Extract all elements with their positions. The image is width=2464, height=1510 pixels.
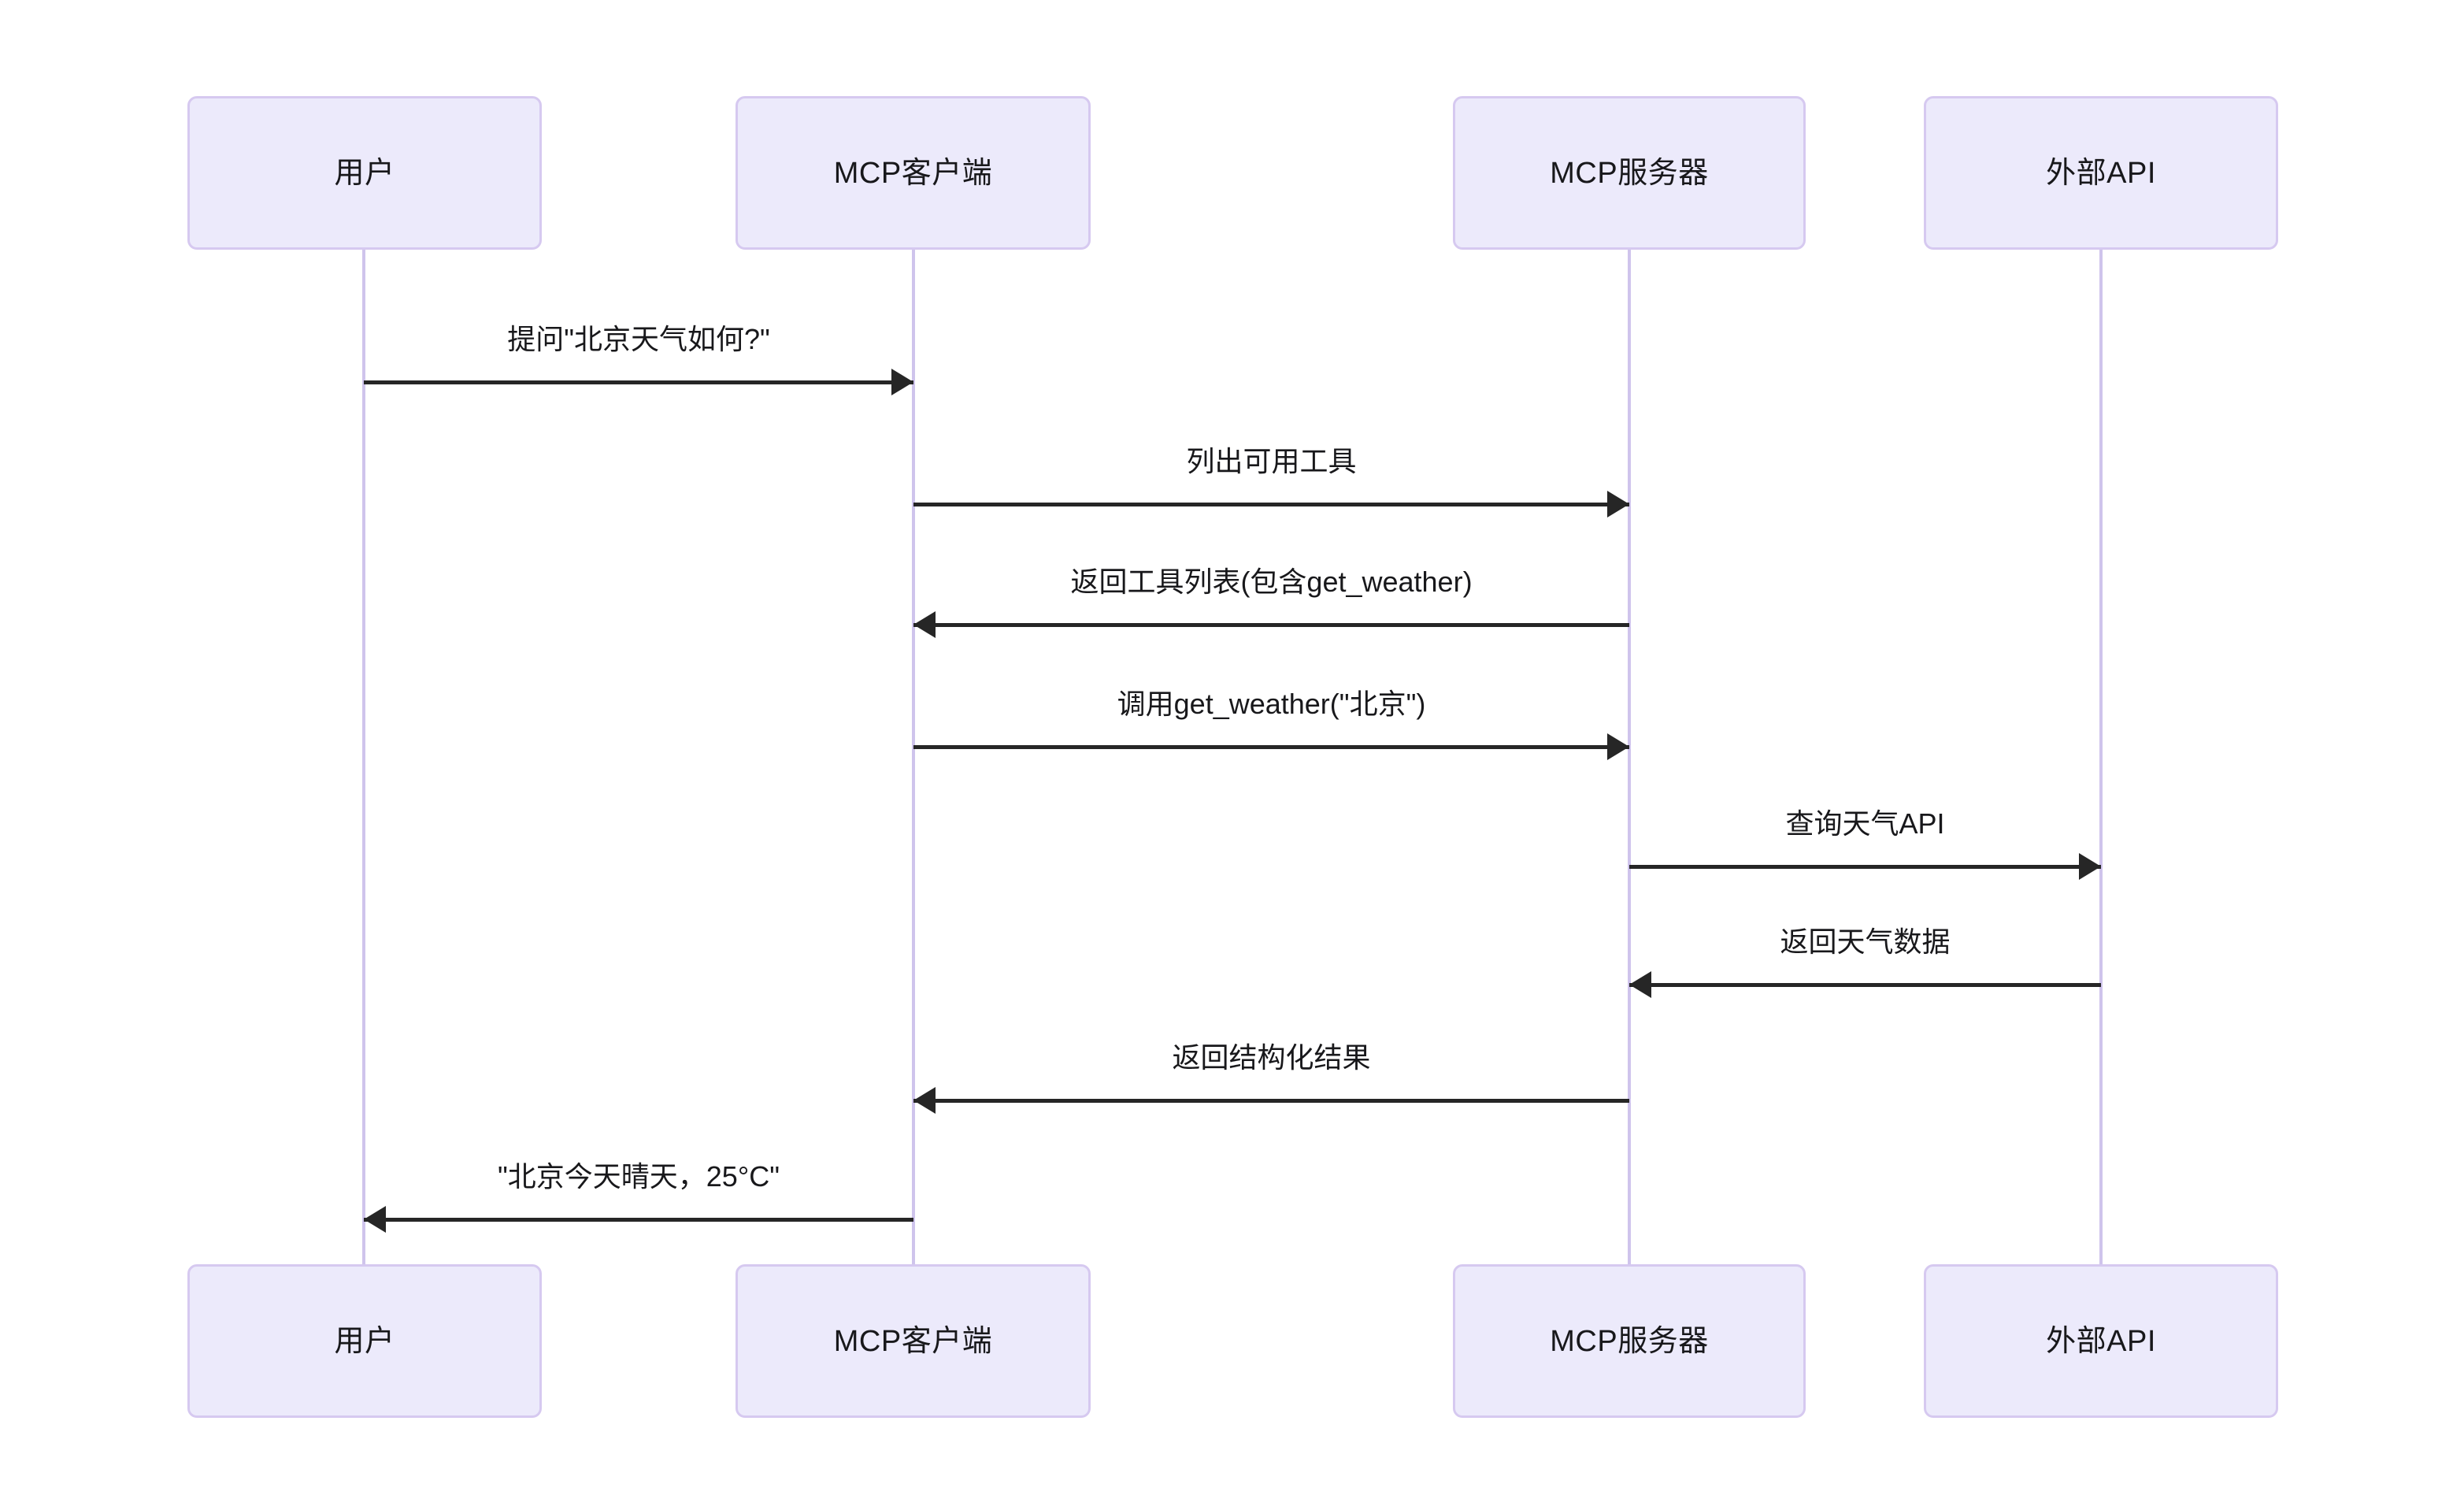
actor-box-api-bottom[interactable]: 外部API <box>1924 1264 2278 1418</box>
arrow-head-3 <box>913 611 936 638</box>
actor-box-server-top[interactable]: MCP服务器 <box>1453 96 1806 250</box>
lifeline-user <box>362 250 365 1264</box>
lifeline-server <box>1628 250 1631 1264</box>
message-label-5: 查询天气API <box>1785 807 1945 840</box>
actor-box-api-top[interactable]: 外部API <box>1924 96 2278 250</box>
arrow-head-6 <box>1629 971 1651 998</box>
actor-label-server: MCP服务器 <box>1550 1324 1709 1358</box>
message-line-8 <box>364 1218 913 1222</box>
message-label-4: 调用get_weather("北京") <box>1117 688 1426 720</box>
actor-label-api: 外部API <box>2046 1324 2156 1358</box>
lifeline-api <box>2099 250 2103 1264</box>
message-line-7 <box>913 1099 1629 1103</box>
actor-label-client: MCP客户端 <box>833 1324 993 1358</box>
message-line-3 <box>913 623 1629 627</box>
arrow-head-5 <box>2079 853 2101 880</box>
message-label-6: 返回天气数据 <box>1780 926 1951 958</box>
arrow-head-1 <box>891 369 913 395</box>
actor-label-server: MCP服务器 <box>1550 156 1709 190</box>
arrow-head-7 <box>913 1087 936 1114</box>
actor-label-user: 用户 <box>334 156 395 190</box>
message-line-4 <box>913 745 1629 749</box>
actor-box-client-top[interactable]: MCP客户端 <box>735 96 1091 250</box>
message-line-1 <box>364 380 913 384</box>
actor-box-user-bottom[interactable]: 用户 <box>187 1264 542 1418</box>
actor-label-user: 用户 <box>334 1324 395 1358</box>
message-line-5 <box>1629 865 2101 869</box>
actor-box-user-top[interactable]: 用户 <box>187 96 542 250</box>
arrow-head-4 <box>1607 733 1629 760</box>
actor-box-client-bottom[interactable]: MCP客户端 <box>735 1264 1091 1418</box>
actor-box-server-bottom[interactable]: MCP服务器 <box>1453 1264 1806 1418</box>
actor-label-api: 外部API <box>2046 156 2156 190</box>
message-line-6 <box>1629 983 2101 987</box>
actor-label-client: MCP客户端 <box>833 156 993 190</box>
arrow-head-8 <box>364 1206 386 1233</box>
message-label-7: 返回结构化结果 <box>1172 1041 1371 1074</box>
message-label-3: 返回工具列表(包含get_weather) <box>1070 566 1473 598</box>
message-label-2: 列出可用工具 <box>1186 445 1357 477</box>
message-label-8: "北京今天晴天，25°C" <box>498 1160 780 1193</box>
lifeline-client <box>912 250 915 1264</box>
message-line-2 <box>913 503 1629 506</box>
message-label-1: 提问"北京天气如何?" <box>507 323 770 355</box>
arrow-head-2 <box>1607 491 1629 518</box>
